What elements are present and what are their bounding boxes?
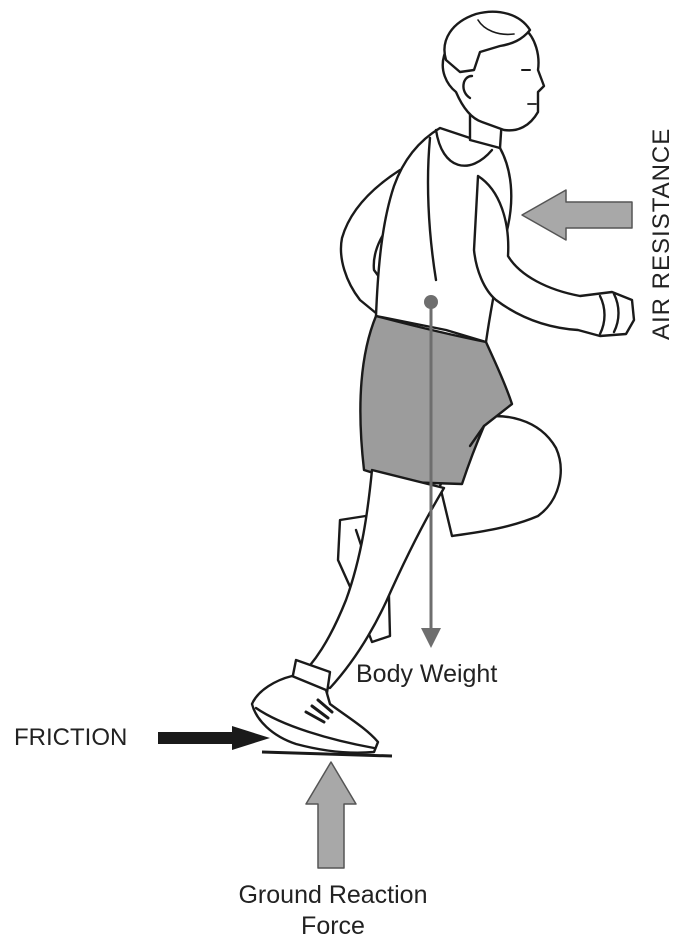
ground-reaction-arrow-icon [306, 762, 356, 868]
ground-reaction-force-label: Ground Reaction Force [210, 880, 456, 942]
friction-arrow-icon [158, 726, 270, 750]
ground-reaction-label-line1: Ground Reaction [210, 880, 456, 911]
ground-reaction-label-line2: Force [210, 911, 456, 942]
air-resistance-arrow-icon [522, 190, 632, 240]
friction-label: FRICTION [14, 724, 127, 752]
support-leg [296, 470, 444, 688]
runner-illustration [252, 12, 634, 753]
body-weight-label: Body Weight [356, 660, 497, 689]
air-resistance-label: AIR RESISTANCE [648, 128, 676, 340]
